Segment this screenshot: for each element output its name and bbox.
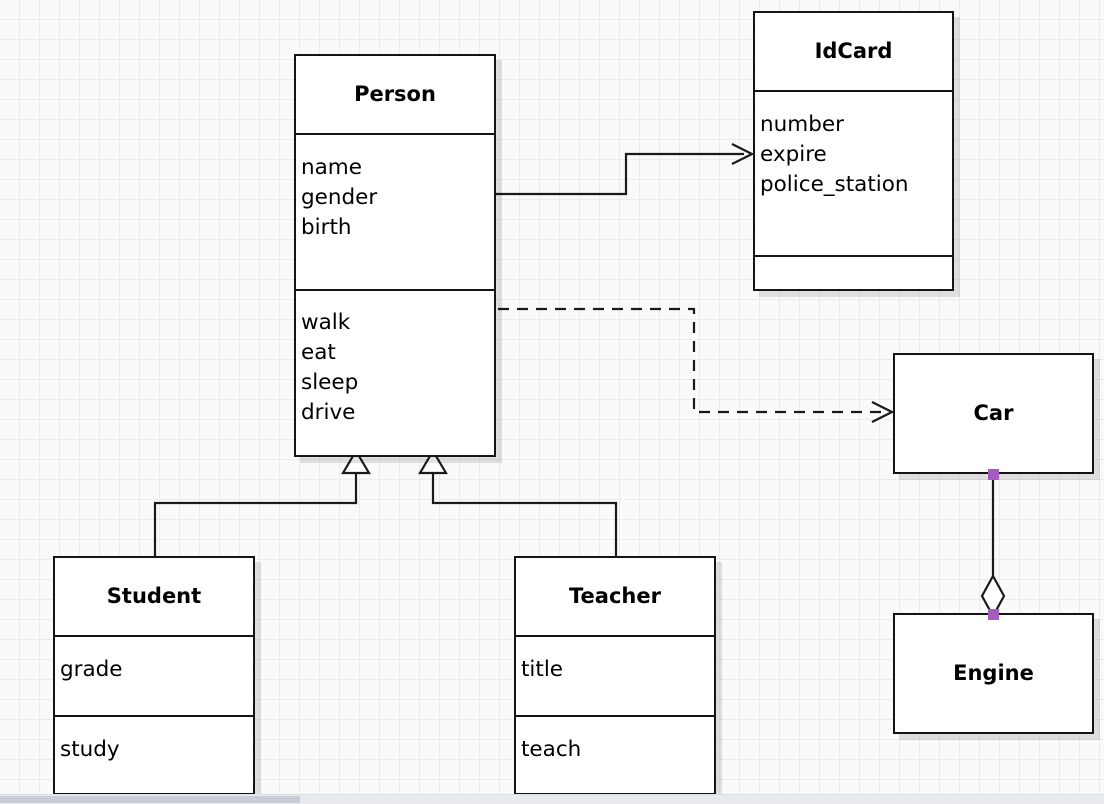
link-teacher-person — [418, 448, 618, 557]
person-attribute: gender — [301, 185, 378, 210]
car-class-name: Car — [973, 401, 1014, 425]
link-car-engine — [980, 474, 1006, 619]
connection-handle-car-bottom[interactable] — [988, 469, 999, 480]
person-attributes-compartment: name gender birth — [296, 133, 494, 289]
person-name-compartment: Person — [296, 56, 494, 133]
teacher-attribute: title — [521, 657, 564, 682]
teacher-class-name: Teacher — [569, 584, 661, 608]
student-attribute: grade — [60, 657, 123, 682]
idcard-methods-compartment — [755, 255, 952, 289]
student-methods-compartment: study — [55, 715, 253, 793]
person-method: walk — [301, 310, 351, 335]
idcard-name-compartment: IdCard — [755, 13, 952, 90]
teacher-method: teach — [521, 737, 582, 762]
link-student-person — [153, 448, 371, 557]
person-attribute: birth — [301, 215, 352, 240]
class-box-engine[interactable]: Engine — [893, 613, 1094, 734]
person-method: sleep — [301, 370, 359, 395]
link-person-idcard — [496, 143, 755, 196]
idcard-attributes-compartment: number expire police_station — [755, 90, 952, 255]
link-person-car — [498, 307, 895, 423]
horizontal-scrollbar[interactable] — [0, 794, 1104, 804]
idcard-attribute: expire — [760, 142, 827, 167]
person-class-name: Person — [354, 82, 436, 106]
idcard-attribute: number — [760, 112, 844, 137]
student-name-compartment: Student — [55, 558, 253, 635]
scrollbar-thumb[interactable] — [0, 796, 300, 803]
teacher-attributes-compartment: title — [516, 635, 714, 715]
idcard-class-name: IdCard — [814, 39, 893, 63]
student-class-name: Student — [106, 584, 202, 608]
idcard-attribute: police_station — [760, 172, 909, 197]
class-box-student[interactable]: Student grade study — [53, 556, 255, 795]
engine-class-name: Engine — [953, 661, 1034, 685]
connection-handle-engine-top[interactable] — [988, 609, 999, 620]
class-box-teacher[interactable]: Teacher title teach — [514, 556, 716, 795]
person-method: eat — [301, 340, 336, 365]
person-methods-compartment: walk eat sleep drive — [296, 289, 494, 455]
class-box-car[interactable]: Car — [893, 353, 1094, 474]
student-method: study — [60, 737, 120, 762]
teacher-methods-compartment: teach — [516, 715, 714, 793]
class-box-idcard[interactable]: IdCard number expire police_station — [753, 11, 954, 291]
student-attributes-compartment: grade — [55, 635, 253, 715]
person-attribute: name — [301, 155, 362, 180]
person-method: drive — [301, 400, 356, 425]
class-box-person[interactable]: Person name gender birth walk eat sleep … — [294, 54, 496, 457]
teacher-name-compartment: Teacher — [516, 558, 714, 635]
